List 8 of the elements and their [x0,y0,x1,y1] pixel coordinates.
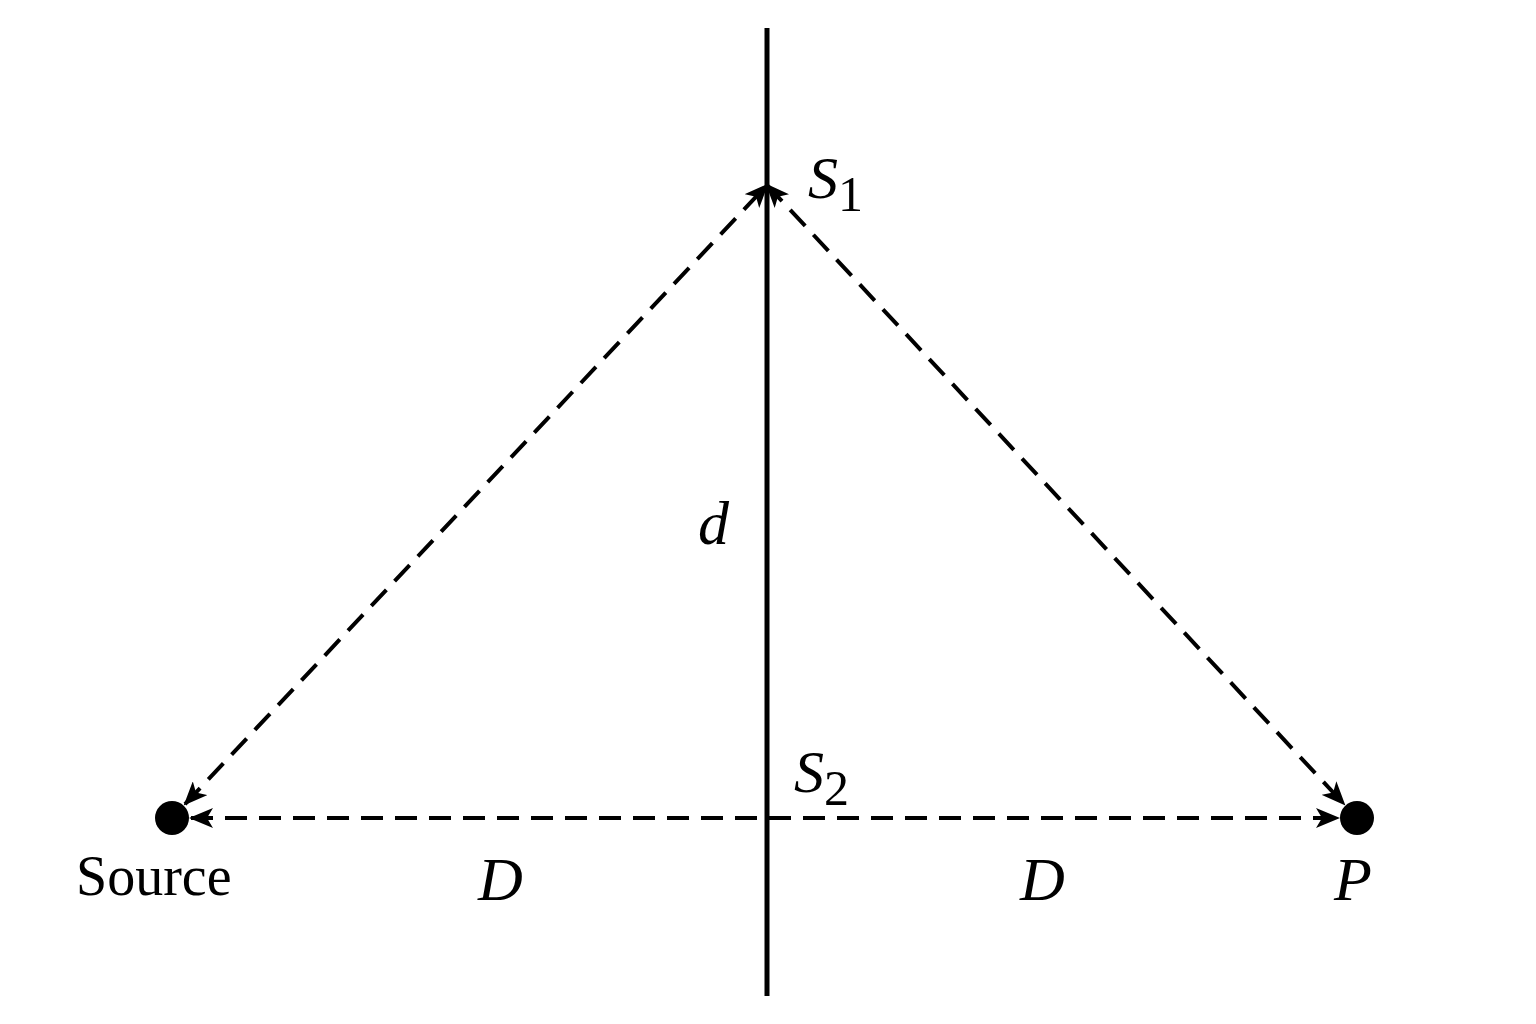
point-label: P [1334,848,1372,910]
point-label: S$_{2}$ [794,742,849,813]
distance-label: d [698,492,729,554]
dashed-arrow [189,808,1340,828]
distance-label: D [478,848,523,910]
point-label: S$_{1}$ [808,148,863,219]
distance-label: D [1020,848,1065,910]
point-label: Source [76,848,232,904]
